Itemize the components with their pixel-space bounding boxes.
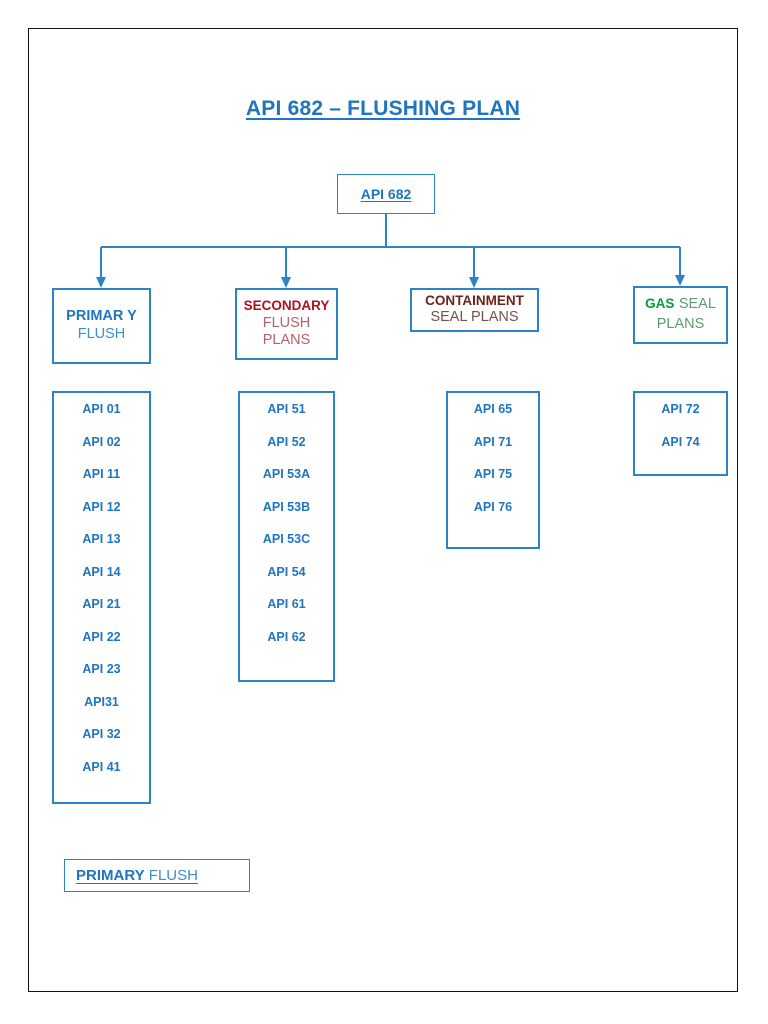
legend-primary-flush-label: PRIMARY FLUSH: [76, 867, 198, 884]
category-header-containment[interactable]: CONTAINMENT SEAL PLANS: [410, 288, 539, 332]
plan-item[interactable]: API 51: [267, 402, 306, 416]
category-header-containment-strong: CONTAINMENT: [425, 292, 524, 308]
plan-item[interactable]: API 75: [473, 467, 513, 481]
plan-item[interactable]: API 14: [82, 564, 121, 579]
plan-item[interactable]: API 62: [267, 629, 306, 644]
category-header-secondary[interactable]: SECONDARY FLUSH PLANS: [235, 288, 338, 360]
plan-item[interactable]: API 21: [82, 597, 121, 611]
plan-item[interactable]: API 53A: [262, 467, 311, 481]
plan-list-primary: API 01 API 02 API 11 API 12 API 13 API 14 API …: [52, 391, 151, 804]
legend-soft-text: FLUSH: [144, 867, 198, 884]
category-header-gas-soft: SEAL PLANS: [656, 296, 716, 332]
category-header-secondary-strong: SECONDARY: [243, 298, 330, 314]
category-header-containment-soft: SEAL PLANS: [430, 309, 519, 326]
document-page: API 682 – FLUSHING PLAN API 682 PRIMAR Y…: [28, 28, 738, 992]
plan-item[interactable]: API 22: [82, 629, 121, 644]
plan-item[interactable]: API 23: [82, 662, 121, 676]
plan-item[interactable]: API 61: [267, 597, 306, 611]
root-node-label: API 682: [360, 186, 412, 202]
legend-primary-flush[interactable]: PRIMARY FLUSH: [64, 859, 250, 892]
plan-list-secondary: API 51 API 52 API 53A API 53B API 53C API 54 A…: [238, 391, 335, 682]
plan-item[interactable]: API 11: [82, 467, 121, 481]
plan-list-containment: API 65 API 71 API 75 API 76: [446, 391, 540, 549]
plan-list-gas: API 72 API 74: [633, 391, 728, 476]
plan-item[interactable]: API 65: [473, 402, 513, 416]
plan-item[interactable]: API 32: [82, 727, 121, 741]
category-header-primary-soft: FLUSH: [77, 326, 126, 342]
page-title: API 682 – FLUSHING PLAN: [245, 97, 521, 120]
plan-item[interactable]: API31: [84, 694, 119, 709]
plan-item[interactable]: API 71: [473, 434, 513, 449]
plan-item[interactable]: API 52: [267, 434, 306, 449]
plan-item[interactable]: API 41: [82, 759, 121, 774]
plan-item[interactable]: API 01: [82, 402, 121, 416]
plan-item[interactable]: API 54: [267, 564, 306, 579]
root-node-api-682[interactable]: API 682: [337, 174, 435, 214]
plan-item[interactable]: API 13: [82, 532, 121, 546]
category-header-secondary-soft: FLUSH PLANS: [262, 314, 311, 349]
plan-item[interactable]: API 02: [82, 434, 121, 449]
plan-item[interactable]: API 72: [661, 402, 700, 416]
category-header-primary[interactable]: PRIMAR Y FLUSH: [52, 288, 151, 364]
category-header-primary-strong: PRIMAR Y: [66, 308, 137, 325]
legend-strong-text: PRIMARY: [76, 867, 145, 884]
plan-item[interactable]: API 53B: [262, 499, 311, 514]
category-header-gas[interactable]: GAS SEAL PLANS: [633, 286, 728, 344]
plan-item[interactable]: API 76: [473, 499, 513, 514]
plan-item[interactable]: API 12: [82, 499, 121, 514]
plan-item[interactable]: API 74: [661, 434, 700, 449]
category-header-gas-strong: GAS: [645, 296, 675, 311]
plan-item[interactable]: API 53C: [262, 532, 311, 546]
